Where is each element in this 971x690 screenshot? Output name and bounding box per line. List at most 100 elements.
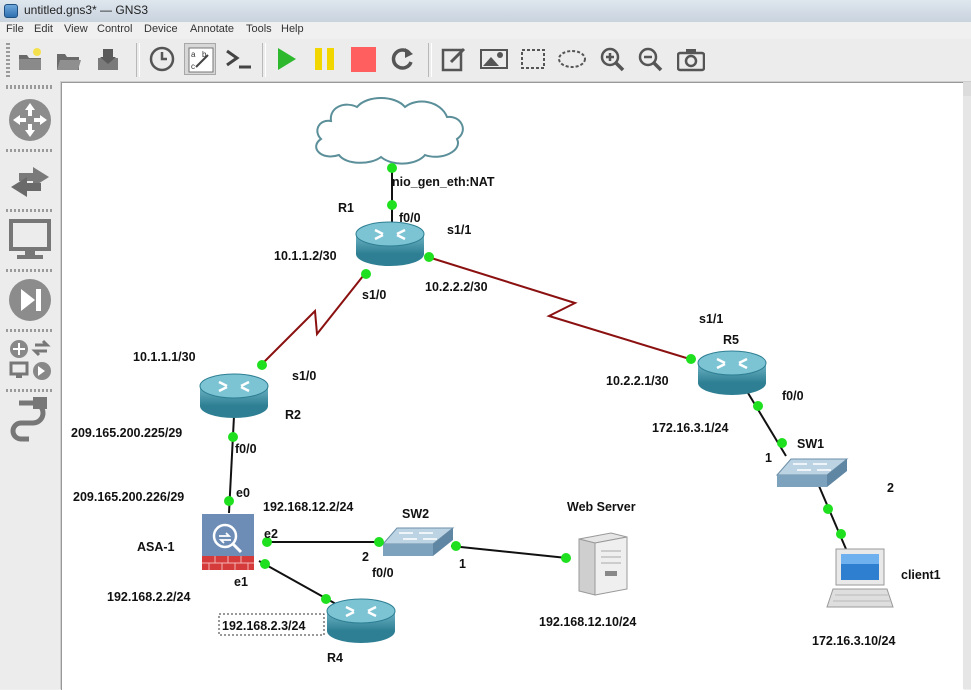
add-note-button[interactable] [438,43,470,75]
suspend-all-icon [315,48,334,70]
window-title: untitled.gns3* — GNS3 [24,3,149,17]
label-sw1-p2: 2 [887,481,894,495]
suspend-all-button[interactable] [309,43,341,75]
new-project-icon [19,48,41,70]
draw-rectangle-button[interactable] [517,43,549,75]
browse-routers-icon [9,99,51,141]
console-all-button[interactable] [222,43,254,75]
canvas-vertical-scrollbar[interactable] [963,82,971,689]
cloud-node[interactable] [315,97,464,165]
router-r4[interactable] [326,598,396,643]
label-asa-e2: e2 [264,527,278,541]
scroll-up-arrow[interactable] [963,82,971,96]
device-sidebar [0,81,61,689]
link-r1-r2-serial[interactable] [262,270,368,364]
router-r5[interactable] [697,350,767,395]
label-r5-s11: s1/1 [699,312,723,326]
screenshot-button[interactable] [674,43,706,75]
label-asa-ip1: 192.168.2.2/24 [107,590,190,604]
browse-all-devices-button[interactable] [3,333,57,387]
label-sw2-p2: 2 [362,550,369,564]
menu-bar: File Edit View Control Device Annotate T… [0,22,971,39]
browse-switches-button[interactable] [3,155,57,209]
menu-device[interactable]: Device [144,23,178,35]
add-link-icon [10,397,47,442]
draw-ellipse-button[interactable] [555,43,587,75]
label-asa-ip2: 192.168.12.2/24 [263,500,353,514]
label-web-ip: 192.168.12.10/24 [539,615,636,629]
svg-text:a: a [191,50,196,59]
label-r2-s10: s1/0 [292,369,316,383]
zoom-out-button[interactable] [634,43,666,75]
topology-svg[interactable]: R1 R2 R5 R4 ASA-1 SW1 SW2 Web Server cli… [62,83,964,690]
browse-end-devices-icon [9,219,51,259]
insert-image-icon [480,49,508,69]
menu-tools[interactable]: Tools [246,23,272,35]
title-bar: untitled.gns3* — GNS3 [0,0,971,23]
router-r2[interactable] [199,373,269,418]
draw-rectangle-icon [521,49,545,69]
label-r1-f00: f0/0 [399,211,421,225]
label-r5-f00: f0/0 [782,389,804,403]
reload-all-button[interactable] [386,43,418,75]
browse-routers-button[interactable] [3,93,57,147]
open-project-icon [57,54,81,70]
console-all-icon [226,49,251,69]
port-indicators [224,163,846,604]
reload-all-icon [391,48,413,70]
toolbar-grip[interactable] [6,43,10,77]
label-r1-ip2: 10.2.2.2/30 [425,280,488,294]
gns3-app-icon [4,4,18,18]
menu-view[interactable]: View [64,23,88,35]
node-label-webserver: Web Server [567,500,636,514]
save-project-button[interactable] [92,43,124,75]
label-asa-e0: e0 [236,486,250,500]
browse-all-devices-icon [9,339,51,380]
web-server-node[interactable] [578,532,628,596]
stop-all-button[interactable] [347,43,379,75]
zoom-in-button[interactable] [596,43,628,75]
switch-sw1[interactable] [775,458,849,487]
start-all-button[interactable] [270,43,302,75]
label-nio: nio_gen_eth:NAT [392,175,495,189]
browse-end-devices-button[interactable] [3,213,57,267]
menu-control[interactable]: Control [97,23,133,35]
label-r2-ip2: 209.165.200.225/29 [71,426,182,440]
link-sw2-webserver[interactable] [450,545,568,559]
client1-node[interactable] [826,548,894,608]
link-sw1-client1[interactable] [818,485,847,550]
screenshot-icon [677,49,705,72]
label-r2-ip: 10.1.1.1/30 [133,350,196,364]
snapshot-button[interactable] [146,43,178,75]
node-label-r5: R5 [723,333,739,347]
node-label-sw1: SW1 [797,437,824,451]
browse-security-devices-button[interactable] [3,273,57,327]
label-sw2-f00: f0/0 [372,566,394,580]
start-all-icon [278,48,296,70]
link-r1-r5-serial[interactable] [427,256,694,361]
new-project-button[interactable] [14,43,46,75]
open-project-button[interactable] [52,43,84,75]
label-asa-ip0: 209.165.200.226/29 [73,490,184,504]
node-label-r1: R1 [338,201,354,215]
switch-sw2[interactable] [381,527,455,556]
menu-file[interactable]: File [6,23,24,35]
add-link-button[interactable] [3,393,57,447]
firewall-asa[interactable] [202,514,254,570]
menu-edit[interactable]: Edit [34,23,53,35]
zoom-out-icon [638,47,663,72]
label-client-ip: 172.16.3.10/24 [812,634,895,648]
label-r4-ip[interactable]: 192.168.2.3/24 [222,619,305,633]
node-label-asa: ASA-1 [137,540,175,554]
topology-canvas[interactable]: R1 R2 R5 R4 ASA-1 SW1 SW2 Web Server cli… [61,82,964,690]
browse-security-devices-icon [9,279,51,321]
insert-image-button[interactable] [477,43,509,75]
menu-annotate[interactable]: Annotate [190,23,235,35]
router-r1[interactable] [355,221,425,266]
zoom-in-icon [600,47,625,72]
sidebar-grip[interactable] [6,85,54,89]
svg-text:b: b [202,50,207,59]
menu-help[interactable]: Help [281,23,304,35]
